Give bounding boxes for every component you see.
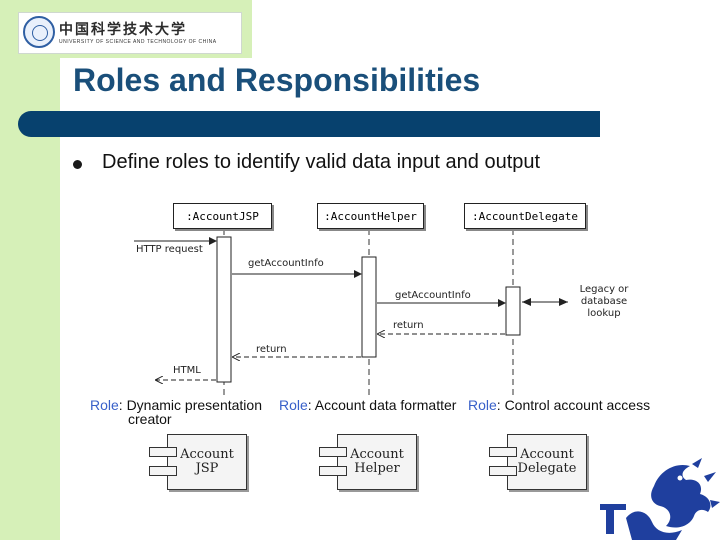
slide-title: Roles and Responsibilities (73, 62, 481, 98)
lifeline-box-helper: :AccountHelper (317, 203, 424, 229)
component-line-1: Account (520, 447, 574, 462)
role-desc: : Dynamic presentation (118, 397, 262, 413)
component-line-2: JSP (195, 461, 219, 476)
lifeline-box-jsp: :AccountJSP (173, 203, 272, 229)
bullet-text: Define roles to identify valid data inpu… (102, 151, 541, 173)
activation-jsp (216, 236, 232, 383)
msg-http-request: HTTP request (136, 244, 203, 255)
component-tab-icon (149, 447, 177, 457)
component-tab-icon (489, 466, 517, 476)
bullet-dot-icon (73, 160, 82, 169)
role-keyword: Role (468, 397, 497, 413)
university-logo: 中国科学技术大学 UNIVERSITY OF SCIENCE AND TECHN… (18, 12, 242, 54)
msg-return-1: return (256, 344, 287, 355)
msg-get-account-info-2: getAccountInfo (395, 290, 471, 301)
activation-helper (361, 256, 377, 358)
role-desc: : Account data formatter (307, 397, 457, 413)
role-helper: Role: Account data formatter (279, 398, 456, 412)
component-tab-icon (489, 447, 517, 457)
role-keyword: Role (90, 397, 119, 413)
lifeline-box-delegate: :AccountDelegate (464, 203, 586, 229)
logo-english-name: UNIVERSITY OF SCIENCE AND TECHNOLOGY OF … (59, 39, 217, 45)
msg-get-account-info-1: getAccountInfo (248, 258, 324, 269)
logo-chinese-name: 中国科学技术大学 (59, 22, 187, 38)
external-line-3: lookup (587, 308, 621, 319)
left-sidebar-strip (0, 0, 60, 540)
component-line-1: Account (350, 447, 404, 462)
role-desc: : Control account access (496, 397, 651, 413)
component-tab-icon (319, 447, 347, 457)
msg-return-2: return (393, 320, 424, 331)
role-delegate: Role: Control account access (468, 398, 650, 412)
component-tab-icon (319, 466, 347, 476)
activation-delegate (505, 286, 521, 336)
external-lookup-label: Legacy or database lookup (574, 284, 634, 320)
component-tab-icon (149, 466, 177, 476)
title-underline-bar (18, 111, 600, 137)
msg-html: HTML (173, 365, 201, 376)
dragon-emblem-icon (600, 458, 720, 540)
external-line-1: Legacy or (579, 284, 629, 295)
component-line-2: Delegate (517, 461, 577, 476)
component-line-2: Helper (354, 461, 400, 476)
role-desc-line2: creator (128, 411, 172, 427)
component-account-jsp: Account JSP (149, 434, 249, 490)
ustc-seal-icon (23, 16, 55, 48)
component-account-delegate: Account Delegate (489, 434, 589, 490)
component-line-1: Account (180, 447, 234, 462)
component-account-helper: Account Helper (319, 434, 419, 490)
role-jsp: Role: Dynamic presentation creator (90, 398, 262, 426)
role-keyword: Role (279, 397, 308, 413)
external-line-2: database (580, 296, 628, 307)
